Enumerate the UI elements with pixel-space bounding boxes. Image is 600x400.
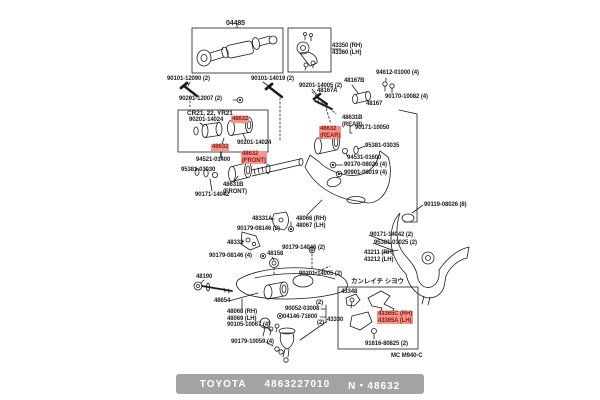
- part-label-90179-14046: 90179-14046 (2): [282, 245, 325, 251]
- part-label-90101-12090: 90101-12090 (2): [167, 76, 210, 82]
- part-label-43211-43212: 43211 (RH) 43212 (LH): [364, 250, 394, 263]
- idler-arm-drawing: [287, 27, 342, 73]
- driveshaft-drawing: [191, 23, 284, 74]
- part-label-48632-rear-highlight: 48632 (REAR): [319, 126, 342, 139]
- part-label-43330: 43330: [327, 317, 344, 323]
- part-label-90179-08146-2: 90179-08146 (2): [237, 226, 280, 232]
- part-label-48331A: 48331A: [252, 216, 273, 222]
- part-label-90179-10059: 90179-10059 (4): [231, 339, 274, 345]
- cr-box-title: CR21, 22, YR21: [187, 110, 233, 117]
- lower-control-arm-drawing: [193, 267, 348, 310]
- part-label-94612-01000: 94612-01000 (4): [376, 70, 419, 76]
- part-label-90201-14005-bottom: 90201-14005 (2): [299, 271, 342, 277]
- part-label-48631B-front: 48631B (FRONT): [223, 182, 247, 195]
- part-label-95381-03025: 95381-03025 (2): [374, 240, 417, 246]
- part-label-43350-43360: 43350 (RH) 43360 (LH): [332, 43, 363, 56]
- footer-code: N・48632: [348, 380, 401, 392]
- cold-region-note: カンレイチ シヨウ: [351, 278, 404, 285]
- part-label-48632-highlight-b: 48632: [211, 144, 230, 151]
- part-label-48167B: 48167B: [344, 78, 365, 84]
- part-label-04485: 04485: [226, 20, 245, 27]
- footer-part-bar: TOYOTA 4863227010 N・48632: [176, 374, 424, 394]
- qty-label-2-a: (2): [316, 300, 324, 306]
- part-label-90170-08026: 90170-08026 (4): [344, 162, 387, 168]
- footer-part-number: 4863227010: [264, 378, 331, 390]
- part-label-48167: 48167: [366, 101, 383, 107]
- part-label-90201-14024-a: 90201-14024: [189, 117, 224, 123]
- part-label-90901-08019: 90901-08019 (4): [344, 170, 387, 176]
- upper-control-arm-drawing: [304, 150, 391, 216]
- part-label-48066-48067: 48066 (RH) 48067 (LH): [296, 216, 327, 229]
- part-label-48068-48069: 48068 (RH) 48069 (LH): [227, 309, 258, 322]
- part-48167-drawing: [351, 77, 395, 104]
- part-label-90105-10067: 90105-10067 (4): [227, 322, 270, 328]
- part-label-48332: 48332: [227, 240, 244, 246]
- part-label-48632-front-highlight: 48632 (FRONT): [241, 151, 267, 164]
- part-label-90052-03008: 90052-03008: [285, 306, 320, 312]
- part-label-90171-14042: 90171-14042: [195, 192, 230, 198]
- part-label-48158: 48158: [267, 251, 284, 257]
- bumper-bracket-drawings: [240, 211, 316, 268]
- part-label-90119-08026: 90119-08026 (8): [424, 202, 467, 208]
- part-label-90201-14024-b: 90201-14024: [237, 140, 272, 146]
- front-bushing-and-shaft-drawing: [194, 151, 304, 192]
- ball-joint-drawings: [259, 304, 328, 363]
- part-label-48167A: 48167A: [317, 88, 338, 94]
- diagram-code: MC M940-C: [391, 353, 423, 359]
- part-label-90171-10050: 90171-10050: [355, 125, 390, 131]
- part-label-48631B-rear: 48631B (REAR): [342, 115, 363, 128]
- part-label-94521-01400: 94521-01400: [196, 157, 231, 163]
- part-label-48654: 48654: [214, 298, 231, 304]
- part-label-43348: 43348: [341, 289, 358, 295]
- footer-brand: TOYOTA: [199, 378, 247, 390]
- steering-knuckle-drawing: [314, 204, 470, 306]
- part-label-43365-highlight: 43365C (RH) 43365A (LH): [377, 311, 414, 324]
- part-label-90171-14042-2: 90171-14042 (2): [370, 232, 413, 238]
- right-bracket-line: [398, 109, 418, 223]
- qty-label-2-b: (2): [317, 320, 325, 326]
- part-label-48632-highlight-a: 48632: [231, 116, 250, 123]
- part-label-91616-80825: 91616-80825 (2): [365, 341, 408, 347]
- part-label-90179-08146-4: 90179-08146 (4): [209, 253, 252, 259]
- part-label-94531-01600: 94531-01600: [347, 155, 382, 161]
- part-label-90201-12007: 90201-12007 (2): [179, 96, 222, 102]
- part-label-95381-03035: 95381-03035: [365, 143, 400, 149]
- part-label-48190: 48190: [196, 274, 213, 280]
- part-label-90170-10082: 90170-10082 (4): [385, 94, 428, 100]
- part-label-95381-03030: 95381-03030: [181, 167, 216, 173]
- part-label-04146-71600: 04146-71600: [283, 314, 318, 320]
- part-label-90201-14005-top: 90201-14005 (2): [299, 83, 342, 89]
- part-label-90101-14019: 90101-14019 (2): [251, 76, 294, 82]
